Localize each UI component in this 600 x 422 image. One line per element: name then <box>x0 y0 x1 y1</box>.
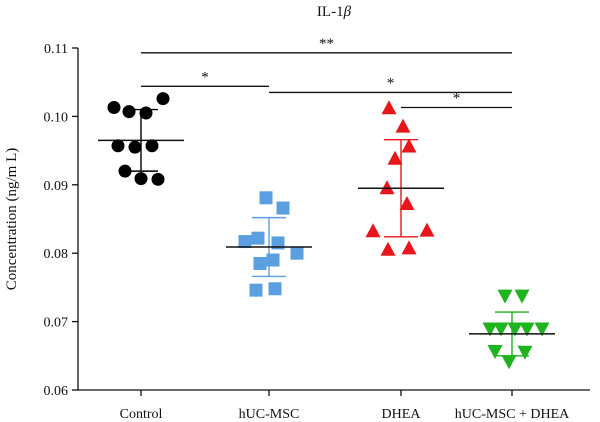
data-point <box>128 140 142 154</box>
data-point <box>401 138 417 153</box>
data-point <box>399 195 415 210</box>
x-tick-label: hUC-MSC <box>239 407 300 422</box>
x-tick-label: DHEA <box>382 407 422 422</box>
group-1 <box>98 92 184 186</box>
data-point <box>251 231 265 245</box>
data-point <box>271 236 285 250</box>
data-point <box>379 180 395 195</box>
data-point <box>501 355 517 370</box>
y-axis-label: Concentration (ng/m L) <box>4 148 20 290</box>
group-3 <box>358 100 444 256</box>
chart-title-text: IL-1 <box>317 4 344 20</box>
data-point <box>156 92 170 106</box>
data-point <box>487 345 503 360</box>
y-tick-label: 0.09 <box>44 179 69 194</box>
data-point <box>134 172 148 186</box>
data-point <box>268 282 282 296</box>
data-point <box>381 100 397 115</box>
significance-label: ** <box>319 36 334 52</box>
data-point <box>519 322 535 337</box>
data-point <box>380 241 396 256</box>
data-point <box>139 106 153 120</box>
data-point <box>493 322 509 337</box>
data-point <box>517 345 533 360</box>
y-tick-label: 0.11 <box>44 42 68 57</box>
significance-brackets: ***** <box>141 36 512 109</box>
data-point <box>290 246 304 260</box>
data-point <box>419 222 435 237</box>
data-point <box>249 283 263 297</box>
chart-title: IL-1β <box>317 4 352 20</box>
data-point <box>507 322 523 337</box>
significance-label: * <box>201 69 209 85</box>
data-point <box>151 172 165 186</box>
group-2 <box>226 191 312 297</box>
data-point <box>534 322 550 337</box>
data-point <box>514 289 530 304</box>
y-tick-label: 0.06 <box>44 384 69 399</box>
data-point <box>365 223 381 238</box>
data-point <box>266 253 280 267</box>
data-point <box>497 289 513 304</box>
data-point <box>118 164 132 178</box>
group-4 <box>469 289 555 370</box>
data-point <box>145 139 159 153</box>
significance-label: * <box>453 91 461 107</box>
data-point <box>259 191 273 205</box>
x-tick-label: hUC-MSC + DHEA <box>455 407 570 422</box>
chart-title-symbol: β <box>343 4 352 20</box>
data-point <box>395 118 411 133</box>
significance-label: * <box>387 75 395 91</box>
y-tick-label: 0.08 <box>44 247 69 262</box>
y-tick-label: 0.07 <box>44 316 69 331</box>
data-point <box>111 139 125 153</box>
data-point <box>276 201 290 215</box>
data-point <box>122 105 136 119</box>
data-point <box>238 235 252 249</box>
x-tick-label: Control <box>120 407 163 422</box>
data-point <box>482 322 498 337</box>
data-point <box>401 240 417 255</box>
data-point <box>387 150 403 165</box>
data-point <box>253 256 267 270</box>
data-point <box>107 101 121 115</box>
data-groups <box>98 92 555 370</box>
y-tick-label: 0.10 <box>44 110 69 125</box>
